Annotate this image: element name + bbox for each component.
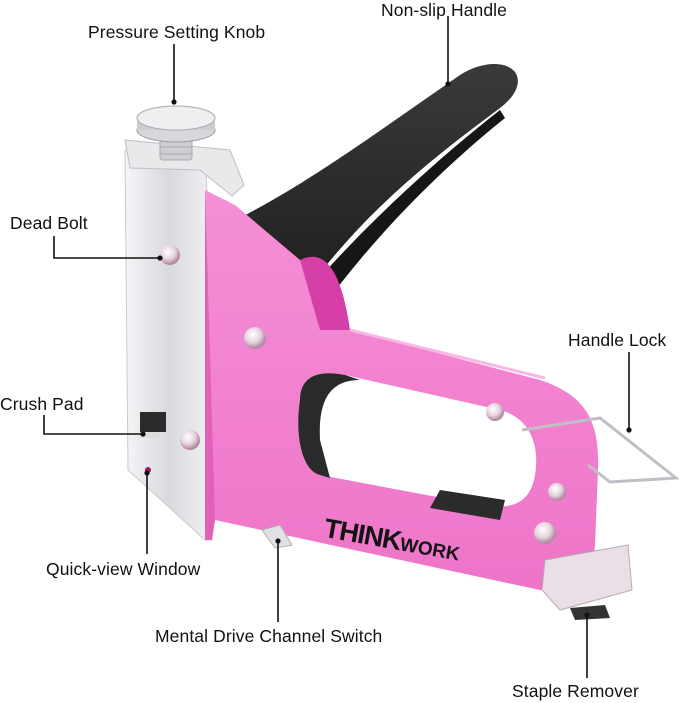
label-mental-drive-channel-switch: Mental Drive Channel Switch xyxy=(155,626,383,646)
handle-lock-wire xyxy=(521,416,679,484)
callout-dots xyxy=(140,81,632,618)
pressure-knob xyxy=(136,105,216,161)
label-pressure-setting-knob: Pressure Setting Knob xyxy=(88,22,266,42)
label-quick-view-window: Quick-view Window xyxy=(46,559,201,579)
rivets xyxy=(145,245,566,544)
label-crush-pad: Crush Pad xyxy=(0,394,84,414)
pink-body xyxy=(140,190,633,620)
callout-lines xyxy=(43,16,630,678)
black-handle xyxy=(225,64,518,318)
label-handle-lock: Handle Lock xyxy=(568,330,667,350)
label-staple-remover: Staple Remover xyxy=(512,681,639,701)
label-non-slip-handle: Non-slip Handle xyxy=(381,0,508,20)
label-dead-bolt: Dead Bolt xyxy=(10,213,88,233)
